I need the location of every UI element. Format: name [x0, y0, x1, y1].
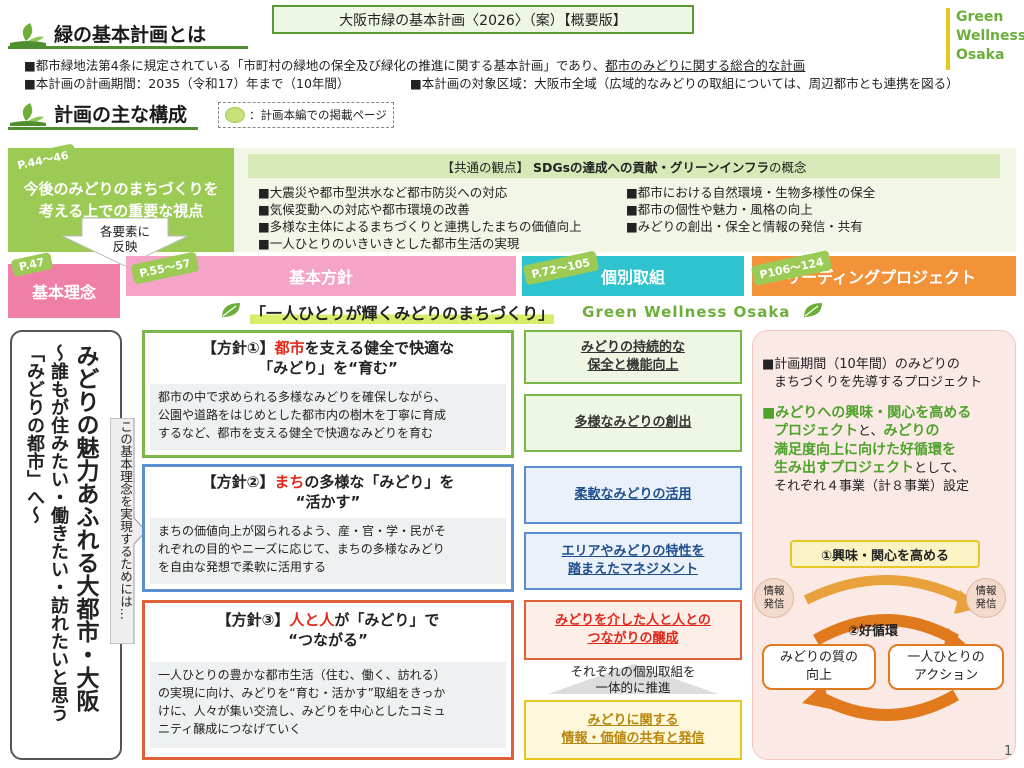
philosophy-main: みどりの魅力あふれる大都市・大阪 [72, 344, 98, 712]
sprout-icon [8, 101, 48, 127]
reflect-label: 各要素に 反映 [99, 224, 150, 254]
page-number: 1 [1004, 744, 1013, 759]
policy-1-title: 【方針①】都市を支える健全で快適な 「みどり」を“育む” [201, 339, 455, 377]
policy-2-body: まちの価値向上が図られるよう、産・官・学・民がそ れぞれの目的やニーズに応じて、… [150, 518, 506, 584]
info-left-badge: 情報 発信 [754, 578, 794, 618]
philosophy-connector-arrow [109, 417, 147, 645]
section-heading-structure: 計画の主な構成 [8, 100, 187, 127]
viewpoints-list-left: ■大震災や都市型洪水など都市防災への対応 ■気候変動への対応や都市環境の改善 ■… [258, 185, 582, 251]
cycle-action-box: 一人ひとりの アクション [888, 644, 1004, 690]
viewpoints-list-right: ■都市における自然環境・生物多様性の保全 ■都市の個性や魅力・風格の向上 ■みど… [626, 185, 876, 234]
reflect-arrow [61, 217, 189, 267]
policy-1-body: 都市の中で求められる多様なみどりを確保しながら、 公園や道路をはじめとした都市内… [150, 384, 506, 450]
interest-banner: ①興味・関心を高める [790, 540, 980, 568]
action-conservation: みどりの持続的な 保全と機能向上 [524, 330, 742, 384]
action-utilization: 柔軟なみどりの活用 [524, 466, 742, 524]
philosophy-connector: この基本理念を実現するためには… [118, 420, 133, 620]
slogan-row: 「一人ひとりが輝くみどりのまちづくり」 Green Wellness Osaka [220, 300, 900, 324]
intro-line-2b: ■本計画の対象区域：大阪市全域（広域的なみどりの取組については、周辺都市とも連携… [410, 76, 959, 91]
intro-line-1: ■都市緑地法第4条に規定されている「市町村の緑地の保全及び緑化の推進に関する基本… [24, 58, 806, 73]
document-title-box: 大阪市緑の基本計画〈2026〉（案）【概要版】 [272, 5, 694, 34]
legend-green-dot-icon [225, 107, 245, 123]
action-connection: みどりを介した人と人との つながりの醸成 [524, 600, 742, 660]
column-rinen-header: 基本理念 [8, 264, 120, 318]
section-underline [8, 46, 248, 49]
leading-project-text: ■計画期間（10年間）のみどりの まちづくりを先導するプロジェクト ■みどりへの… [762, 357, 983, 494]
action-information: みどりに関する 情報・価値の共有と発信 [524, 700, 742, 760]
action-management: エリアやみどりの特性を 踏まえたマネジメント [524, 532, 742, 590]
sprout-icon [8, 21, 48, 47]
action-creation: 多様なみどりの創出 [524, 394, 742, 452]
column-leading-header: リーディングプロジェクト [752, 256, 1016, 296]
section-underline [8, 127, 198, 130]
unify-arrow [548, 664, 718, 694]
section-heading-plan: 緑の基本計画とは [8, 20, 206, 47]
leaf-icon [802, 301, 824, 323]
brand-logo: Green Wellness Osaka [946, 8, 1024, 70]
policy-3-body: 一人ひとりの豊かな都市生活（住む、働く、訪れる） の実現に向け、みどりを“育む・… [150, 662, 506, 748]
policy-3-title: 【方針③】人と人が「みどり」で “つながる” [216, 611, 440, 649]
leaf-icon [220, 301, 242, 323]
cycle-quality-box: みどりの質の 向上 [762, 644, 876, 690]
viewpoints-title: 今後のみどりのまちづくりを 考える上での重要な視点 [23, 180, 219, 220]
policy-2-title: 【方針②】まちの多様な「みどり」を “活かす” [201, 473, 455, 511]
philosophy-sub: ～誰もが住みたい・働きたい・訪れたいと思う「みどりの都市」へ～ [24, 344, 69, 722]
common-viewpoint-bar: 【共通の観点】 SDGsの達成への貢献・グリーンインフラ の概念 [248, 154, 1000, 178]
virtuous-cycle-arrows [776, 570, 996, 730]
cycle-label: ②好循環 [848, 624, 899, 639]
unify-label: それぞれの個別取組を 一体的に推進 [570, 664, 696, 695]
intro-line-2a: ■本計画の計画期間：2035（令和17）年まで（10年間） [24, 76, 350, 91]
info-right-badge: 情報 発信 [966, 578, 1006, 618]
legend-box: ：計画本編での掲載ページ [218, 102, 394, 128]
